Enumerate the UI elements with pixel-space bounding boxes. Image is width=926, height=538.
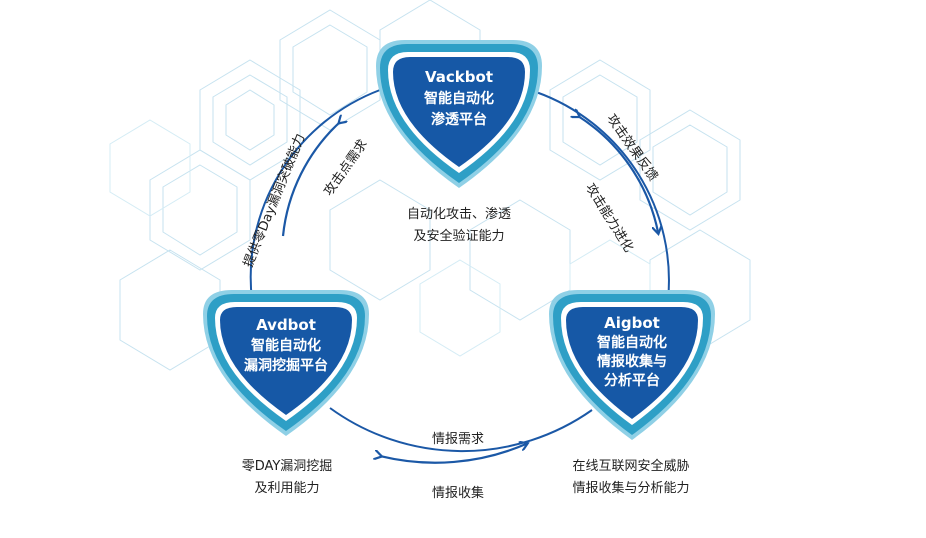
vackbot-line2: 渗透平台: [431, 111, 487, 128]
caption-vackbot-line1: 自动化攻击、渗透: [406, 207, 511, 222]
label-attack-capability-evolution: 攻击能力进化: [582, 181, 636, 255]
caption-aigbot-line1: 在线互联网安全威胁: [572, 459, 690, 474]
label-attack-effect-feedback: 攻击效果反馈: [603, 112, 660, 185]
vackbot-line1: 智能自动化: [423, 90, 494, 107]
arrow-intel-demand: [380, 444, 526, 464]
caption-aigbot-line2: 情报收集与分析能力: [572, 481, 690, 496]
caption-vackbot-line2: 及安全验证能力: [413, 229, 505, 244]
label-intel-collection: 情报收集: [432, 485, 484, 501]
aigbot-line1: 智能自动化: [596, 334, 667, 351]
caption-vackbot: 自动化攻击、渗透 及安全验证能力: [389, 204, 529, 248]
caption-avdbot: 零DAY漏洞挖掘 及利用能力: [222, 456, 352, 500]
avdbot-name: Avdbot: [256, 316, 316, 334]
caption-avdbot-line1: 零DAY漏洞挖掘: [241, 459, 333, 474]
shield-avdbot: Avdbot 智能自动化 漏洞挖掘平台: [203, 290, 369, 436]
arrow-attack-effect-feedback: [578, 116, 658, 232]
arrow-attack-point-demand: [281, 122, 340, 237]
label-attack-point-demand: 攻击点需求: [321, 137, 371, 199]
aigbot-line3: 分析平台: [604, 372, 660, 389]
vackbot-name: Vackbot: [425, 68, 493, 86]
aigbot-name: Aigbot: [604, 314, 660, 332]
shield-aigbot: Aigbot 智能自动化 情报收集与 分析平台: [549, 290, 715, 440]
label-intel-demand: 情报需求: [432, 432, 484, 447]
avdbot-line1: 智能自动化: [250, 337, 321, 354]
aigbot-line2: 情报收集与: [597, 353, 667, 370]
label-zero-day-capability: 提供零Day漏洞突破能力: [240, 131, 308, 269]
shield-vackbot: Vackbot 智能自动化 渗透平台: [376, 40, 542, 188]
outer-arc-left: [249, 89, 381, 301]
avdbot-line2: 漏洞挖掘平台: [244, 357, 328, 374]
caption-avdbot-line2: 及利用能力: [254, 481, 320, 496]
caption-aigbot: 在线互联网安全威胁 情报收集与分析能力: [556, 456, 706, 500]
